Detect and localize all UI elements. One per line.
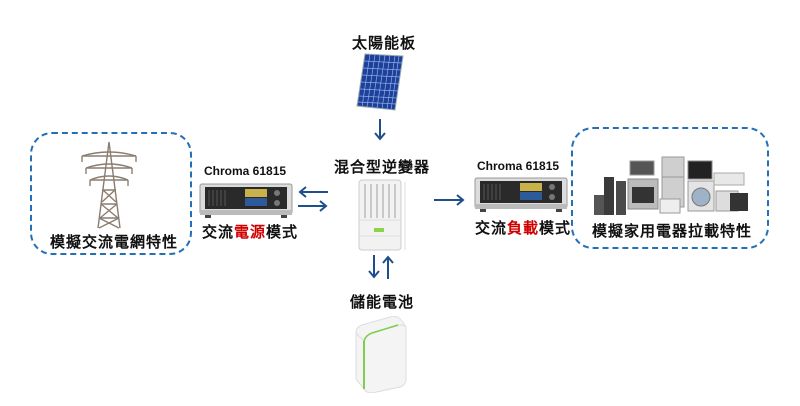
ac-power-source-device-icon: [199, 182, 293, 220]
appliances-label: 模擬家用電器拉載特性: [592, 222, 753, 240]
appliance-simulation-box: [571, 127, 769, 249]
source-mode-highlight: 電源: [234, 223, 267, 241]
load-mode-prefix: 交流: [475, 219, 508, 237]
battery-label: 儲能電池: [350, 293, 415, 311]
home-appliances-icon: [590, 155, 750, 217]
solar-panel-icon: [355, 52, 405, 112]
source-mode-label: 交流電源模式: [202, 221, 298, 242]
grid-simulation-box: [30, 132, 192, 255]
solar-panel-label: 太陽能板: [352, 34, 417, 52]
bidirectional-arrows-source: [296, 186, 330, 214]
load-mode-suffix: 模式: [539, 219, 572, 237]
source-mode-suffix: 模式: [266, 223, 299, 241]
inverter-label: 混合型逆變器: [334, 158, 431, 176]
source-device-model: Chroma 61815: [204, 164, 287, 178]
source-mode-prefix: 交流: [202, 223, 235, 241]
grid-label: 模擬交流電網特性: [50, 233, 179, 251]
load-mode-highlight: 負載: [507, 219, 540, 237]
load-device-model: Chroma 61815: [477, 159, 560, 173]
storage-battery-icon: [350, 313, 410, 393]
bidirectional-arrows-battery: [367, 254, 395, 280]
load-mode-label: 交流負載模式: [475, 217, 571, 238]
arrow-down-solar-to-inverter: [373, 118, 387, 142]
ac-load-device-icon: [474, 176, 568, 214]
arrow-right-inverter-to-load: [433, 193, 467, 207]
transmission-tower-icon: [78, 140, 140, 230]
hybrid-inverter-icon: [357, 178, 407, 254]
